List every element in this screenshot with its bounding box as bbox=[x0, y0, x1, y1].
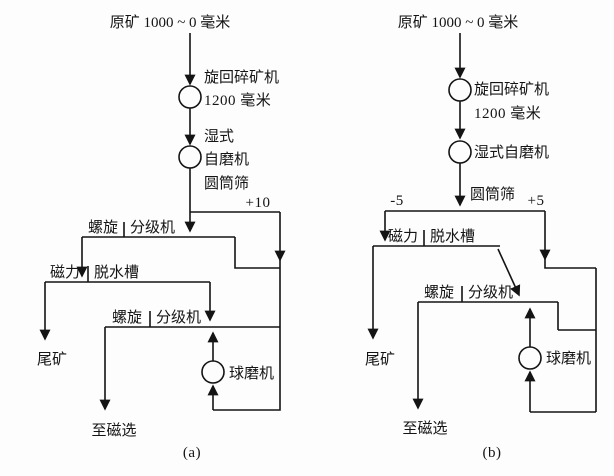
ball-mill-circle-b bbox=[518, 346, 542, 370]
diagram-b: 原矿 1000 ~ 0 毫米 旋回碎矿机 1200 毫米 湿式自磨机 圆筒筛 -… bbox=[365, 13, 597, 461]
dewater-right-a: 脱水槽 bbox=[94, 264, 139, 281]
crusher-label-b: 旋回碎矿机 bbox=[474, 81, 549, 98]
classifier-left-b: 螺旋 bbox=[424, 284, 454, 301]
dewater-left-a: 磁力 bbox=[50, 264, 80, 281]
to-magnetic-label-a: 至磁选 bbox=[91, 422, 136, 439]
ag-mill-circle-a bbox=[178, 145, 202, 169]
ball-mill-circle-a bbox=[201, 360, 225, 384]
feed-label-a: 原矿 1000 ~ 0 毫米 bbox=[110, 13, 231, 31]
dewater-right-b: 脱水槽 bbox=[430, 228, 475, 245]
flow-lines-a bbox=[45, 211, 281, 411]
classifier2-left-a: 螺旋 bbox=[112, 309, 142, 326]
caption-b: (b) bbox=[483, 445, 502, 461]
classifier2-right-a: 分级机 bbox=[156, 309, 201, 326]
tailings-label-a: 尾矿 bbox=[37, 351, 67, 368]
caption-a: (a) bbox=[183, 445, 201, 461]
crusher-label-a: 旋回碎矿机 bbox=[204, 69, 279, 86]
dewater-left-b: 磁力 bbox=[388, 228, 418, 245]
crusher-size-b: 1200 毫米 bbox=[474, 104, 541, 122]
mill-label-top-a: 湿式 bbox=[204, 128, 234, 145]
flow-lines-b bbox=[373, 210, 597, 413]
gyratory-crusher-circle-b bbox=[448, 78, 472, 102]
oversize-label-b: +5 bbox=[528, 193, 545, 209]
tailings-label-b: 尾矿 bbox=[365, 351, 395, 368]
flow-arrow bbox=[497, 248, 521, 297]
feed-label-b: 原矿 1000 ~ 0 毫米 bbox=[398, 13, 519, 31]
classifier-right-b: 分级机 bbox=[468, 284, 513, 301]
diagram-a: 原矿 1000 ~ 0 毫米 旋回碎矿机 1200 毫米 湿式 自磨机 圆筒筛 … bbox=[37, 13, 286, 461]
ag-mill-circle-b bbox=[448, 140, 472, 164]
to-magnetic-label-b: 至磁选 bbox=[402, 420, 447, 437]
ball-mill-label-b: 球磨机 bbox=[546, 350, 591, 367]
mill-label-b: 湿式自磨机 bbox=[474, 144, 549, 161]
classifier1-left-a: 螺旋 bbox=[88, 219, 118, 236]
mill-label-bottom-a: 自磨机 bbox=[204, 151, 249, 168]
trommel-label-b: 圆筒筛 bbox=[470, 186, 515, 203]
oversize-label-a: +10 bbox=[246, 195, 271, 211]
classifier1-right-a: 分级机 bbox=[130, 219, 175, 236]
gyratory-crusher-circle-a bbox=[178, 85, 202, 109]
ball-mill-label-a: 球磨机 bbox=[229, 365, 274, 382]
trommel-label-a: 圆筒筛 bbox=[204, 175, 249, 192]
undersize-label-b: -5 bbox=[390, 193, 404, 209]
crusher-size-a: 1200 毫米 bbox=[204, 91, 271, 109]
